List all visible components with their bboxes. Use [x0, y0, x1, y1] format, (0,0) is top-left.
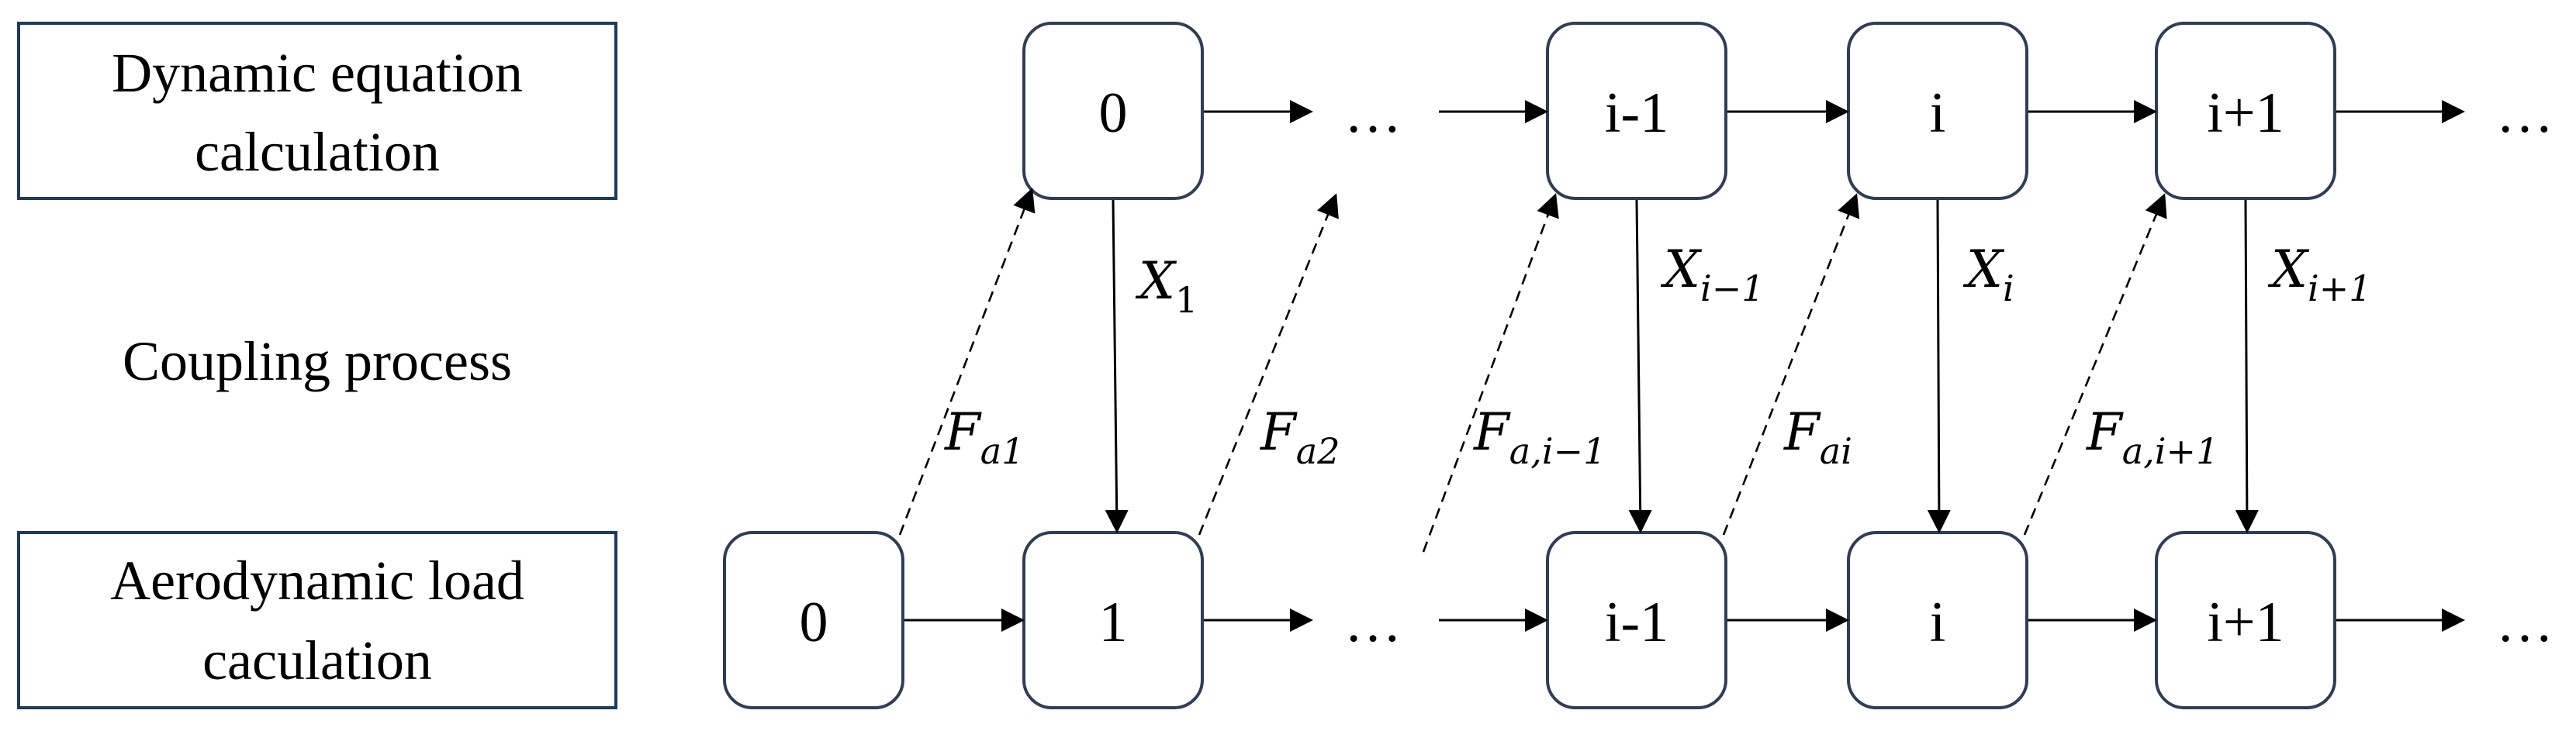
bottom-ellipsis-end: …: [2496, 591, 2554, 654]
row-label-aerodynamic-load: Aerodynamic load caculation: [17, 531, 617, 709]
row-label-bottom-line2: caculation: [202, 629, 432, 691]
row-label-coupling-process: Coupling process: [123, 330, 512, 392]
x-arrow-i-minus-1: [1628, 199, 1652, 533]
f-arrow-a-i-minus-1: [1422, 193, 1559, 553]
bottom-node-i-minus-1-label: i-1: [1605, 591, 1668, 654]
top-ellipsis-end: …: [2496, 81, 2554, 145]
f-arrow-ai: [1722, 193, 1860, 536]
bottom-ellipsis-mid: …: [1344, 591, 1402, 654]
f-label-a2: Fa2: [1260, 402, 1340, 472]
f-label-a1: Fa1: [944, 402, 1025, 472]
x-arrow-i: [1927, 199, 1951, 533]
top-node-i-minus-1: i-1: [1546, 22, 1727, 200]
bottom-node-i-plus-1: i+1: [2155, 531, 2336, 709]
row-label-top-line2: calculation: [195, 121, 440, 183]
row-label-bottom-line1: Aerodynamic load: [110, 550, 524, 612]
bottom-node-i-plus-1-label: i+1: [2207, 591, 2284, 654]
top-node-i-label: i: [1930, 81, 1946, 145]
top-node-i: i: [1847, 22, 2028, 200]
bottom-node-0-label: 0: [800, 591, 828, 654]
x-arrow-i-plus-1: [2235, 199, 2259, 533]
bottom-node-i-label: i: [1930, 591, 1946, 654]
top-node-i-plus-1-label: i+1: [2207, 81, 2284, 145]
x-arrow-1: [1105, 199, 1129, 533]
f-label-a-i-minus-1: Fa,i−1: [1473, 402, 1606, 472]
row-label-top-line1: Dynamic equation: [112, 42, 523, 104]
top-node-0: 0: [1022, 22, 1204, 200]
top-ellipsis-mid: …: [1344, 81, 1402, 145]
x-label-1: X1: [1135, 251, 1198, 321]
top-node-0-label: 0: [1099, 81, 1128, 145]
top-node-i-minus-1-label: i-1: [1605, 81, 1668, 145]
x-label-i-minus-1: Xi−1: [1660, 240, 1765, 309]
bottom-node-0: 0: [723, 531, 904, 709]
row-label-dynamic-equation: Dynamic equation calculation: [17, 22, 617, 200]
bottom-node-1: 1: [1022, 531, 1204, 709]
f-arrow-a2: [1198, 193, 1339, 536]
x-label-i-plus-1: Xi+1: [2267, 240, 2372, 309]
f-arrow-a1: [898, 188, 1036, 536]
bottom-node-i: i: [1847, 531, 2028, 709]
top-node-i-plus-1: i+1: [2155, 22, 2336, 200]
bottom-node-i-minus-1: i-1: [1546, 531, 1727, 709]
x-label-i: Xi: [1962, 240, 2014, 309]
f-label-ai: Fai: [1783, 402, 1852, 472]
f-label-a-i-plus-1: Fa,i+1: [2086, 402, 2218, 472]
bottom-node-1-label: 1: [1099, 591, 1128, 654]
f-arrow-a-i-plus-1: [2023, 193, 2167, 536]
